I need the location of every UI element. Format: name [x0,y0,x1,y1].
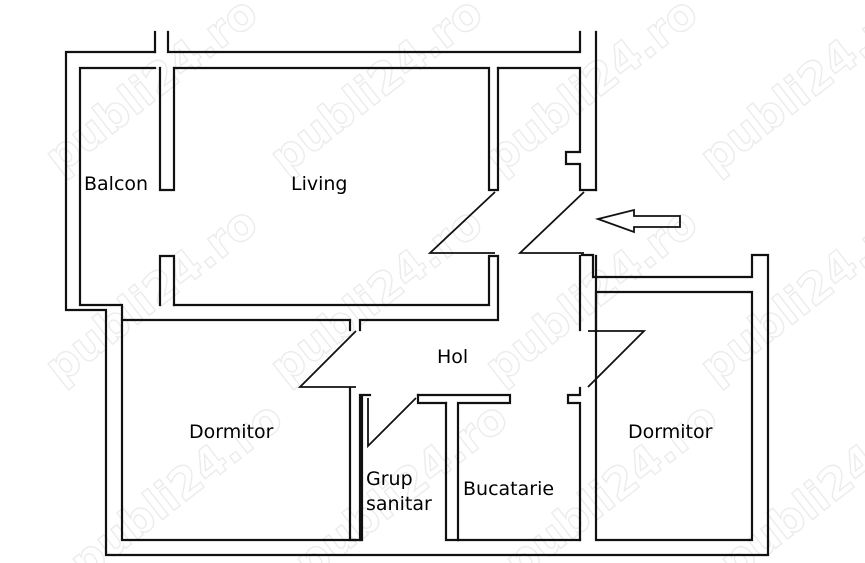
hallway-wall [566,386,582,542]
bedroom-left-door [297,330,357,388]
room-labels: Balcon Living Hol Dormitor Grup sanitar … [84,173,713,515]
room-label-bucatarie: Bucatarie [463,478,554,500]
arrow-left-icon [594,208,681,234]
living-wall [172,254,500,332]
outer-wall [64,50,770,557]
room-label-living: Living [291,173,348,195]
watermark: publi24.ro [60,392,292,563]
kitchen-wall [416,393,448,405]
living-wall [120,318,352,332]
living-wall [496,66,598,192]
room-label-grup-sanitar-line1: Grup [366,468,413,490]
hallway-wall [594,290,754,542]
bathroom-wall [348,386,372,542]
watermark: publi24.ro [710,392,865,563]
room-label-balcon: Balcon [84,173,148,195]
doors [297,191,647,449]
living-door [427,191,496,254]
watermark: publi24.ro [35,197,267,394]
watermark: publi24.ro [35,0,267,184]
room-label-hol: Hol [437,346,468,368]
watermark: publi24.ro [260,0,492,184]
bathroom-door [367,397,417,449]
room-label-dormitor-right: Dormitor [628,421,713,443]
bathroom-wall [416,393,512,542]
kitchen-wall [444,401,460,542]
entrance-door [517,191,585,254]
bedroom-right-door [587,330,647,388]
watermark: publi24.ro [475,0,707,184]
room-label-grup-sanitar-line2: sanitar [366,493,432,515]
balcony-wall [158,254,176,307]
balcony-wall [158,66,176,192]
living-wall [172,66,500,192]
top-wall-stub [166,30,582,54]
outer-wall-inner [78,66,358,542]
room-label-dormitor-left: Dormitor [189,421,274,443]
watermark: publi24.ro [690,197,865,394]
walls [64,30,770,557]
watermark: publi24.ro [690,0,865,184]
